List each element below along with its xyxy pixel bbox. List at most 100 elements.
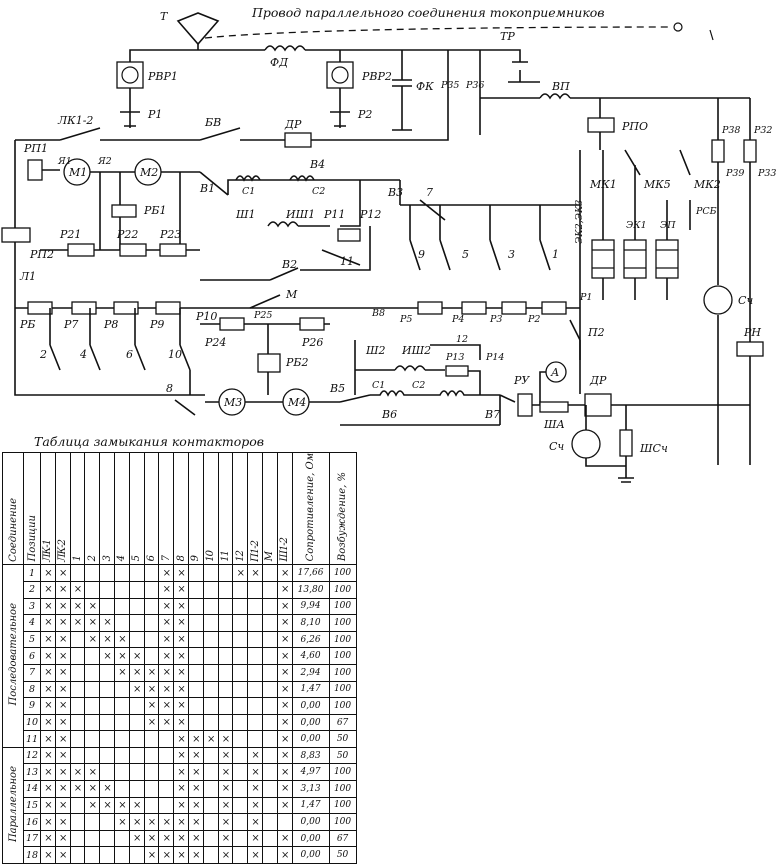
cell-contactor — [99, 846, 115, 864]
header-contactor-11: 10 — [202, 451, 219, 566]
cell-contactor: × — [276, 746, 293, 765]
cell-resistance: 17,66 — [291, 564, 330, 582]
label-R38: Р38 — [721, 125, 740, 136]
cell-contactor: × — [54, 846, 71, 864]
label-RN: РН — [743, 326, 761, 339]
cell-contactor: × — [247, 780, 263, 798]
label-PII2: П2 — [587, 326, 605, 339]
relay-RP2 — [1, 227, 31, 243]
cell-contactor: × — [158, 564, 175, 582]
resistor-P4 — [461, 301, 487, 315]
cell-contactor — [158, 780, 175, 798]
label-M1: М1 — [68, 166, 87, 179]
cell-contactor — [143, 630, 160, 649]
cell-resistance: 9,94 — [291, 597, 330, 616]
cell-contactor: × — [40, 829, 56, 848]
cell-contactor: × — [128, 829, 145, 848]
reactor-DR-bottom — [584, 393, 612, 417]
cell-resistance: 0,00 — [291, 713, 330, 732]
cell-contactor — [202, 780, 219, 798]
header-contactor-8: 7 — [158, 451, 175, 566]
label-LK12: ЛК1-2 — [57, 114, 93, 127]
cell-contactor: × — [158, 846, 175, 864]
cell-contactor — [128, 697, 145, 715]
cell-contactor — [143, 580, 160, 599]
cell-contactor: × — [40, 663, 56, 682]
label-9: 9 — [418, 248, 425, 261]
cell-contactor: × — [40, 647, 56, 665]
label-RB2: РБ2 — [285, 356, 308, 369]
resistor-R7 — [71, 301, 97, 315]
cell-contactor — [113, 564, 130, 582]
cell-contactor — [143, 647, 160, 665]
label-5: 5 — [462, 248, 469, 261]
cell-contactor — [69, 564, 86, 582]
group-1: Параллельное — [2, 746, 24, 864]
relay-RB1 — [111, 204, 137, 218]
resistor-R24 — [219, 317, 245, 331]
cell-resistance: 3,13 — [291, 780, 330, 798]
cell-contactor: × — [247, 746, 263, 765]
cell-contactor — [217, 647, 234, 665]
label-MK1: МК1 — [589, 178, 617, 191]
cell-contactor: × — [40, 746, 56, 765]
cell-contactor — [113, 597, 130, 616]
resistor-R8 — [113, 301, 139, 315]
cell-resistance: 0,00 — [291, 730, 330, 748]
label-RPO: РПО — [621, 120, 648, 133]
cell-contactor — [217, 564, 234, 582]
cell-contactor: × — [217, 813, 234, 831]
cell-contactor — [247, 630, 263, 649]
cell-contactor — [84, 697, 101, 715]
label-1: 1 — [552, 248, 559, 261]
cell-contactor — [128, 580, 145, 599]
cell-contactor: × — [54, 680, 71, 699]
cell-resistance: 0,00 — [291, 813, 330, 831]
cell-contactor — [202, 829, 219, 848]
label-V8: В8 — [371, 308, 385, 319]
cell-contactor — [84, 813, 101, 831]
cell-contactor — [113, 846, 130, 864]
label-R8: Р8 — [103, 318, 118, 331]
label-P12: Р12 — [359, 208, 381, 221]
cell-contactor — [187, 713, 204, 732]
header-contactor-12: 11 — [217, 451, 234, 566]
label-TP: ТР — [500, 30, 515, 43]
label-P11: Р11 — [323, 208, 345, 221]
cell-contactor — [202, 763, 219, 782]
cell-contactor — [187, 580, 204, 599]
cell-contactor — [113, 780, 130, 798]
cell-contactor — [217, 630, 234, 649]
cell-contactor — [158, 730, 175, 748]
cell-contactor — [202, 680, 219, 699]
cell-contactor: × — [173, 829, 189, 848]
cell-position: 14 — [23, 780, 41, 798]
label-V7: В7 — [484, 408, 500, 421]
label-C1-bottom: С1 — [372, 380, 385, 391]
cell-contactor: × — [187, 780, 204, 798]
cell-contactor: × — [276, 663, 293, 682]
cell-resistance: 0,00 — [291, 846, 330, 864]
cell-contactor — [99, 746, 115, 765]
shunt-SHSCH — [619, 429, 633, 457]
cell-contactor: × — [40, 564, 56, 582]
label-SH1: Ш1 — [235, 208, 256, 221]
cell-contactor — [261, 780, 278, 798]
cell-contactor: × — [128, 663, 145, 682]
header-contactor-9: 8 — [173, 451, 189, 566]
cell-contactor — [217, 663, 234, 682]
cell-contactor — [69, 697, 86, 715]
cell-contactor — [69, 829, 86, 848]
cell-excitation: 100 — [328, 697, 357, 715]
cell-contactor: × — [158, 829, 175, 848]
cell-contactor — [69, 813, 86, 831]
cell-excitation: 100 — [328, 680, 357, 699]
cell-contactor — [128, 597, 145, 616]
cell-resistance: 8,10 — [291, 614, 330, 632]
cell-contactor: × — [143, 680, 160, 699]
